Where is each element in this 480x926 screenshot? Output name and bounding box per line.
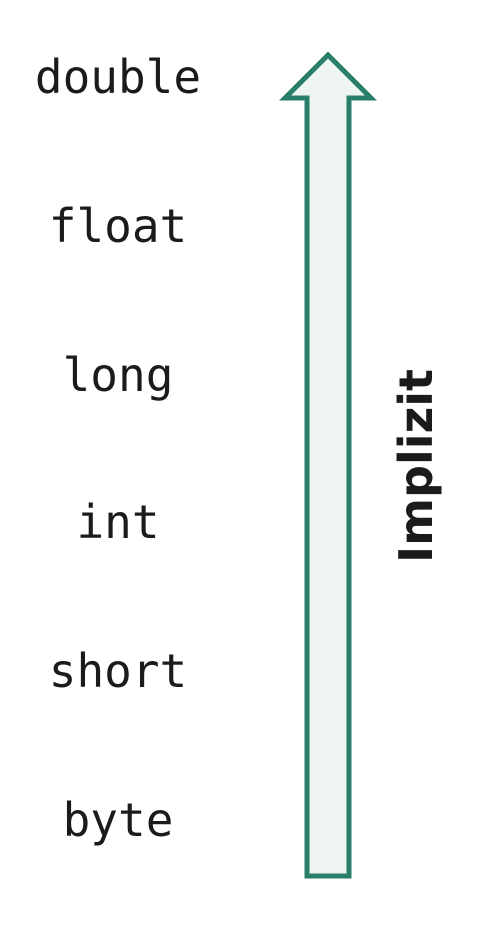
type-list: double float long int short byte <box>0 0 236 926</box>
type-double: double <box>34 50 202 104</box>
type-float: float <box>48 199 188 253</box>
type-long: long <box>62 348 174 402</box>
type-byte: byte <box>62 793 174 847</box>
implicit-label: Implizit <box>389 368 443 564</box>
up-arrow-icon <box>278 51 378 879</box>
type-int: int <box>76 495 160 549</box>
type-short: short <box>48 644 188 698</box>
